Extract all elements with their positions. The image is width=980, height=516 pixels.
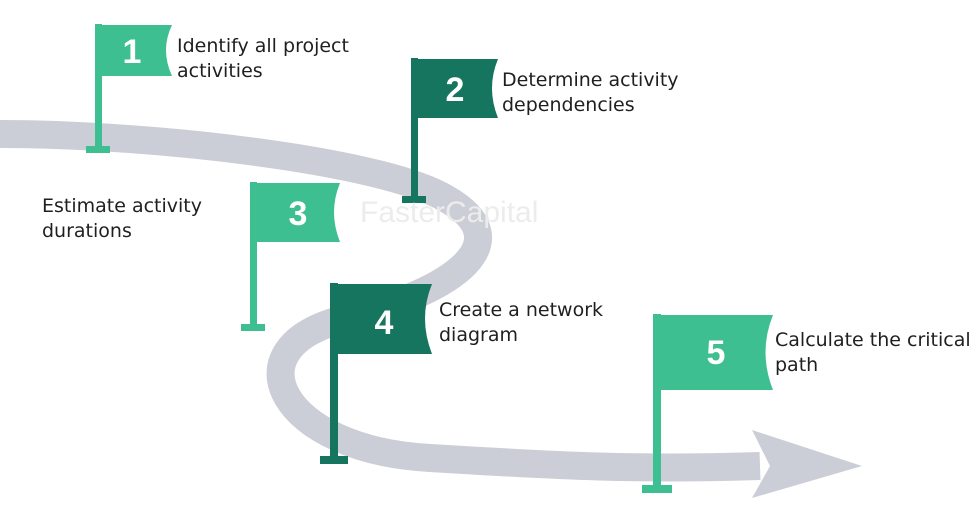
- step-1-line2: activities: [177, 60, 263, 82]
- step-3-label: Estimate activity durations: [42, 194, 202, 244]
- step-1-label: Identify all project activities: [177, 34, 349, 84]
- road-arrowhead: [752, 430, 862, 498]
- flag-5: 5: [642, 314, 773, 493]
- step-2-line1: Determine activity: [502, 69, 679, 91]
- step-4-label: Create a network diagram: [439, 298, 603, 348]
- watermark: FasterCapital: [360, 196, 539, 229]
- flag-number-3: 3: [289, 195, 308, 233]
- flag-number-4: 4: [375, 304, 394, 342]
- flag-4: 4: [320, 283, 432, 464]
- flag-number-2: 2: [446, 71, 465, 109]
- flag-number-5: 5: [707, 334, 726, 372]
- step-4-line2: diagram: [439, 324, 519, 346]
- step-5-line1: Calculate the critical: [775, 329, 971, 351]
- step-2-line2: dependencies: [502, 94, 635, 116]
- step-5-line2: path: [775, 354, 819, 376]
- flag-1: 1: [86, 24, 172, 153]
- step-4-line1: Create a network: [439, 299, 604, 321]
- step-2-label: Determine activity dependencies: [502, 68, 679, 118]
- step-3-line1: Estimate activity: [42, 195, 202, 217]
- step-1-line1: Identify all project: [177, 35, 349, 57]
- flag-3: 3: [241, 182, 340, 331]
- flag-number-1: 1: [123, 33, 142, 71]
- flag-2: 2: [402, 58, 498, 203]
- step-5-label: Calculate the critical path: [775, 328, 971, 378]
- step-3-line2: durations: [42, 220, 132, 242]
